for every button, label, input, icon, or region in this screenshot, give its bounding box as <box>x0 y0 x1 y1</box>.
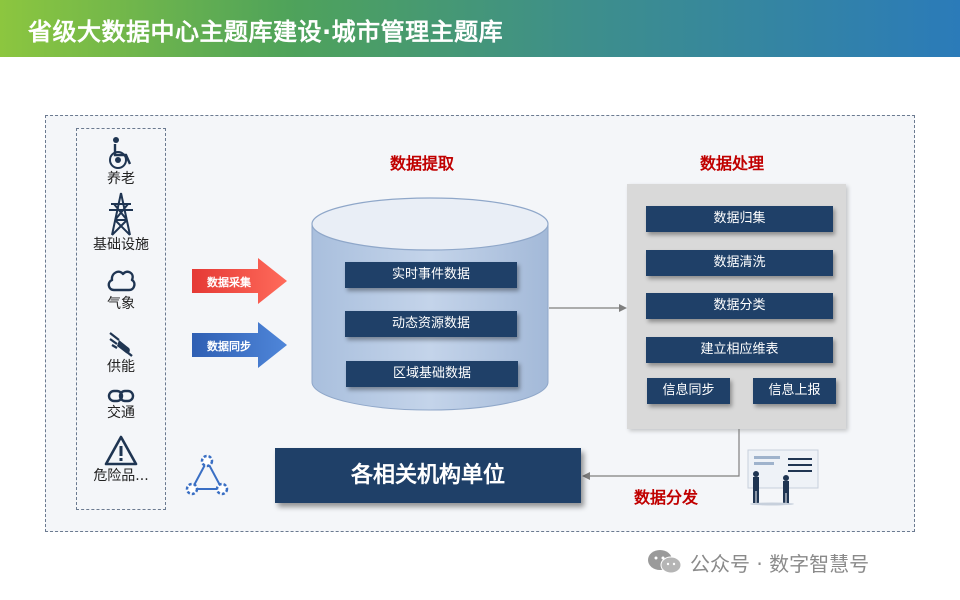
processing-item: 信息同步 <box>647 378 730 404</box>
category-traffic: 交通 <box>76 388 166 422</box>
cylinder-item: 动态资源数据 <box>345 311 517 337</box>
wechat-icon <box>648 550 682 574</box>
category-label: 气象 <box>107 296 135 312</box>
processing-item: 数据归集 <box>646 206 833 232</box>
extraction-title: 数据提取 <box>390 154 455 173</box>
category-hazardous: 危险品... <box>76 435 166 485</box>
wheelchair-icon <box>109 137 132 169</box>
network-icon <box>185 454 229 496</box>
page-title: 省级大数据中心主题库建设·城市管理主题库 <box>28 18 504 46</box>
energy-icon <box>109 332 133 357</box>
category-label: 危险品... <box>93 468 149 484</box>
distribution-arrow <box>582 429 740 480</box>
sync-arrow <box>192 322 287 368</box>
title-bar: 省级大数据中心主题库建设·城市管理主题库 <box>0 0 960 57</box>
category-label: 养老 <box>107 171 135 187</box>
category-elderly: 养老 <box>76 136 166 188</box>
category-label: 基础设施 <box>93 237 149 253</box>
category-energy: 供能 <box>76 330 166 376</box>
sync-arrow-label: 数据同步 <box>207 340 251 353</box>
processing-item: 数据清洗 <box>646 250 833 276</box>
institutions-box: 各相关机构单位 <box>275 448 581 503</box>
processing-item: 数据分类 <box>646 293 833 319</box>
processing-item: 信息上报 <box>753 378 836 404</box>
cloud-icon <box>107 270 136 292</box>
category-label: 供能 <box>107 359 135 375</box>
distribution-label: 数据分发 <box>634 488 699 507</box>
presentation-icon <box>747 449 819 506</box>
cylinder-item: 区域基础数据 <box>346 361 518 387</box>
watermark-text: 公众号 · 数字智慧号 <box>690 552 870 576</box>
warning-icon <box>104 435 138 466</box>
processing-title: 数据处理 <box>700 154 765 173</box>
power-tower-icon <box>109 192 133 236</box>
collection-arrow-label: 数据采集 <box>207 276 251 289</box>
processing-item: 建立相应维表 <box>646 337 833 363</box>
connector-arrow <box>549 304 627 312</box>
collection-arrow <box>192 258 287 304</box>
category-infrastructure: 基础设施 <box>76 192 166 254</box>
category-label: 交通 <box>107 405 135 421</box>
link-icon <box>107 389 135 403</box>
cylinder-item: 实时事件数据 <box>345 262 517 288</box>
category-panel <box>76 128 166 510</box>
category-weather: 气象 <box>76 263 166 313</box>
